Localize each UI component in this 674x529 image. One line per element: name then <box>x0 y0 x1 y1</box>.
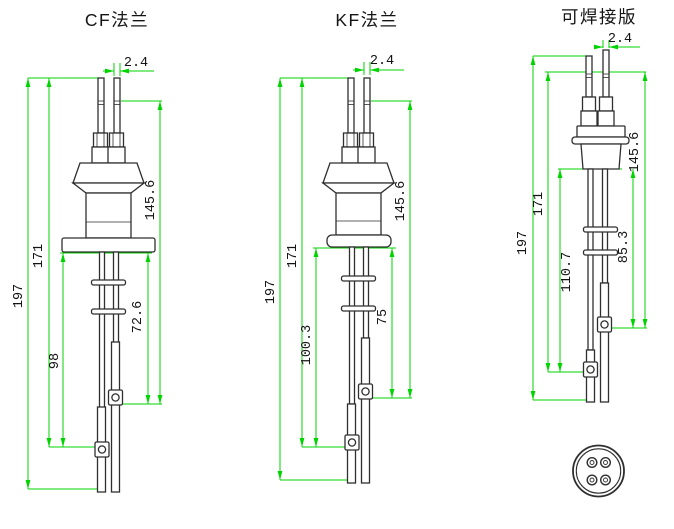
kf-lug-hole-left <box>347 438 357 447</box>
weldable-rod-right-thin <box>601 168 609 284</box>
cf-figure: 2.4 197 171 98 72.6 145.6 CF法兰 <box>12 10 163 493</box>
cf-lug-hole-right <box>111 393 120 402</box>
kf-collar-disc-2 <box>340 305 377 312</box>
kf-pin-right <box>363 77 371 134</box>
end-view-pins <box>586 457 612 486</box>
cf-collar-disc-1 <box>90 279 127 286</box>
weldable-rod-right-thick <box>599 282 610 403</box>
cf-figure-title: CF法兰 <box>85 10 149 30</box>
kf-figure: 2.4 197 171 100.3 75 145.6 KF法兰 <box>264 10 413 484</box>
kf-pin-notch-marks <box>347 100 371 105</box>
weldable-collar-disc-1 <box>582 226 619 233</box>
cf-pin-sleeve-right <box>108 132 125 148</box>
cf-pin-left <box>97 77 105 134</box>
kf-rod-right-thin <box>362 246 370 339</box>
kf-pin-sleeve-left <box>342 132 359 148</box>
cf-sleeve-detail-lines <box>96 133 121 147</box>
cf-rod-right-thin <box>112 251 120 345</box>
kf-figure-title: KF法兰 <box>335 10 398 30</box>
weldable-dim-pin-diameter: 2.4 <box>608 32 632 47</box>
kf-dim-flange-to-lower-lug: 100.3 <box>300 325 315 366</box>
weldable-dimension-lines <box>530 40 648 401</box>
weldable-lug-hole-left <box>586 365 595 374</box>
kf-rod-right-thick <box>360 337 371 484</box>
kf-component <box>321 77 396 484</box>
kf-dim-pin-diameter: 2.4 <box>370 54 394 69</box>
cf-component <box>61 77 156 493</box>
weldable-dimension-labels: 2.4 197 171 110.7 85.3 145.6 <box>516 32 643 292</box>
kf-lug-hole-right <box>361 387 370 396</box>
cf-dim-step-to-upper-lug: 145.6 <box>144 180 159 221</box>
cf-rod-right-thick <box>110 341 121 493</box>
weldable-cap-lip <box>571 136 630 145</box>
cf-dim-pin-diameter: 2.4 <box>124 56 148 71</box>
cf-flange-disc <box>61 237 156 253</box>
cf-pin-right <box>113 77 121 134</box>
weldable-collar-disc-2 <box>582 249 619 256</box>
cf-sleeve-base-right <box>107 146 126 164</box>
end-view-inner-ring <box>575 448 622 494</box>
weldable-dim-step-to-upper-lug: 145.6 <box>628 132 643 173</box>
weldable-dim-overall-length: 197 <box>516 231 531 255</box>
cf-dim-overall-length: 197 <box>12 284 27 308</box>
weldable-dim-body-to-upper-lug: 85.3 <box>617 231 632 263</box>
cf-dim-top-to-lower-lug: 171 <box>32 244 47 268</box>
end-view-outer-ring <box>572 444 625 498</box>
kf-sleeve-detail-lines <box>346 133 371 147</box>
kf-pin-left <box>347 77 355 134</box>
kf-collar-disc-1 <box>340 275 377 282</box>
kf-pin-sleeve-right <box>358 132 375 148</box>
kf-sleeve-base-right <box>357 146 376 164</box>
cf-rod-left-thin <box>98 251 106 411</box>
connector-end-view <box>572 444 625 498</box>
weldable-pin-right <box>602 49 610 98</box>
weldable-dim-body-to-lower-lug: 110.7 <box>560 252 575 293</box>
weldable-lug-hole-right <box>600 320 609 329</box>
kf-cap-neck <box>321 182 396 194</box>
kf-dim-flange-to-upper-lug: 75 <box>376 309 391 325</box>
weldable-dim-top-to-lower-lug: 171 <box>532 192 547 216</box>
cf-connector-cap <box>72 162 145 184</box>
kf-rod-left-thin <box>348 246 356 405</box>
kf-sleeve-base-left <box>341 146 360 164</box>
cf-dim-flange-to-lower-lug: 98 <box>48 353 63 369</box>
cf-cap-neck <box>71 182 146 194</box>
cf-pin-sleeve-left <box>92 132 109 148</box>
cf-dimension-lines <box>25 63 163 490</box>
kf-connector-cap <box>322 162 395 184</box>
cf-dim-flange-to-upper-lug: 72.6 <box>131 301 146 333</box>
cf-lug-hole-left <box>97 445 107 454</box>
weldable-pin-sleeve-right <box>598 96 614 112</box>
cf-dimension-labels: 2.4 197 171 98 72.6 145.6 <box>12 56 159 369</box>
kf-flange-disc <box>326 234 392 248</box>
weldable-rod-left-thin <box>587 168 594 351</box>
weldable-body <box>580 143 622 170</box>
cf-collar-disc-2 <box>90 308 127 315</box>
weldable-cap <box>576 125 626 138</box>
cf-sleeve-base-left <box>91 146 110 164</box>
weldable-figure-title: 可焊接版 <box>561 7 637 27</box>
kf-dimension-lines <box>277 62 413 481</box>
cf-pin-notch-marks <box>97 100 121 105</box>
weldable-figure: 2.4 197 171 110.7 85.3 145.6 可焊接版 <box>516 7 648 403</box>
weldable-sleeve-base-left <box>580 110 598 127</box>
cf-body-cylinder <box>85 192 132 239</box>
weldable-component <box>571 49 630 403</box>
weldable-pin-sleeve-left <box>581 96 597 112</box>
weldable-sleeve-base-right <box>597 110 615 127</box>
kf-body-cylinder <box>335 192 382 236</box>
kf-dim-top-to-lower-lug: 171 <box>286 244 301 268</box>
kf-dim-overall-length: 197 <box>264 280 279 304</box>
kf-dimension-labels: 2.4 197 171 100.3 75 145.6 <box>264 54 409 365</box>
weldable-pin-left <box>585 55 593 98</box>
kf-dim-step-to-upper-lug: 145.6 <box>394 181 409 222</box>
weldable-pin-notch-marks <box>585 73 610 78</box>
